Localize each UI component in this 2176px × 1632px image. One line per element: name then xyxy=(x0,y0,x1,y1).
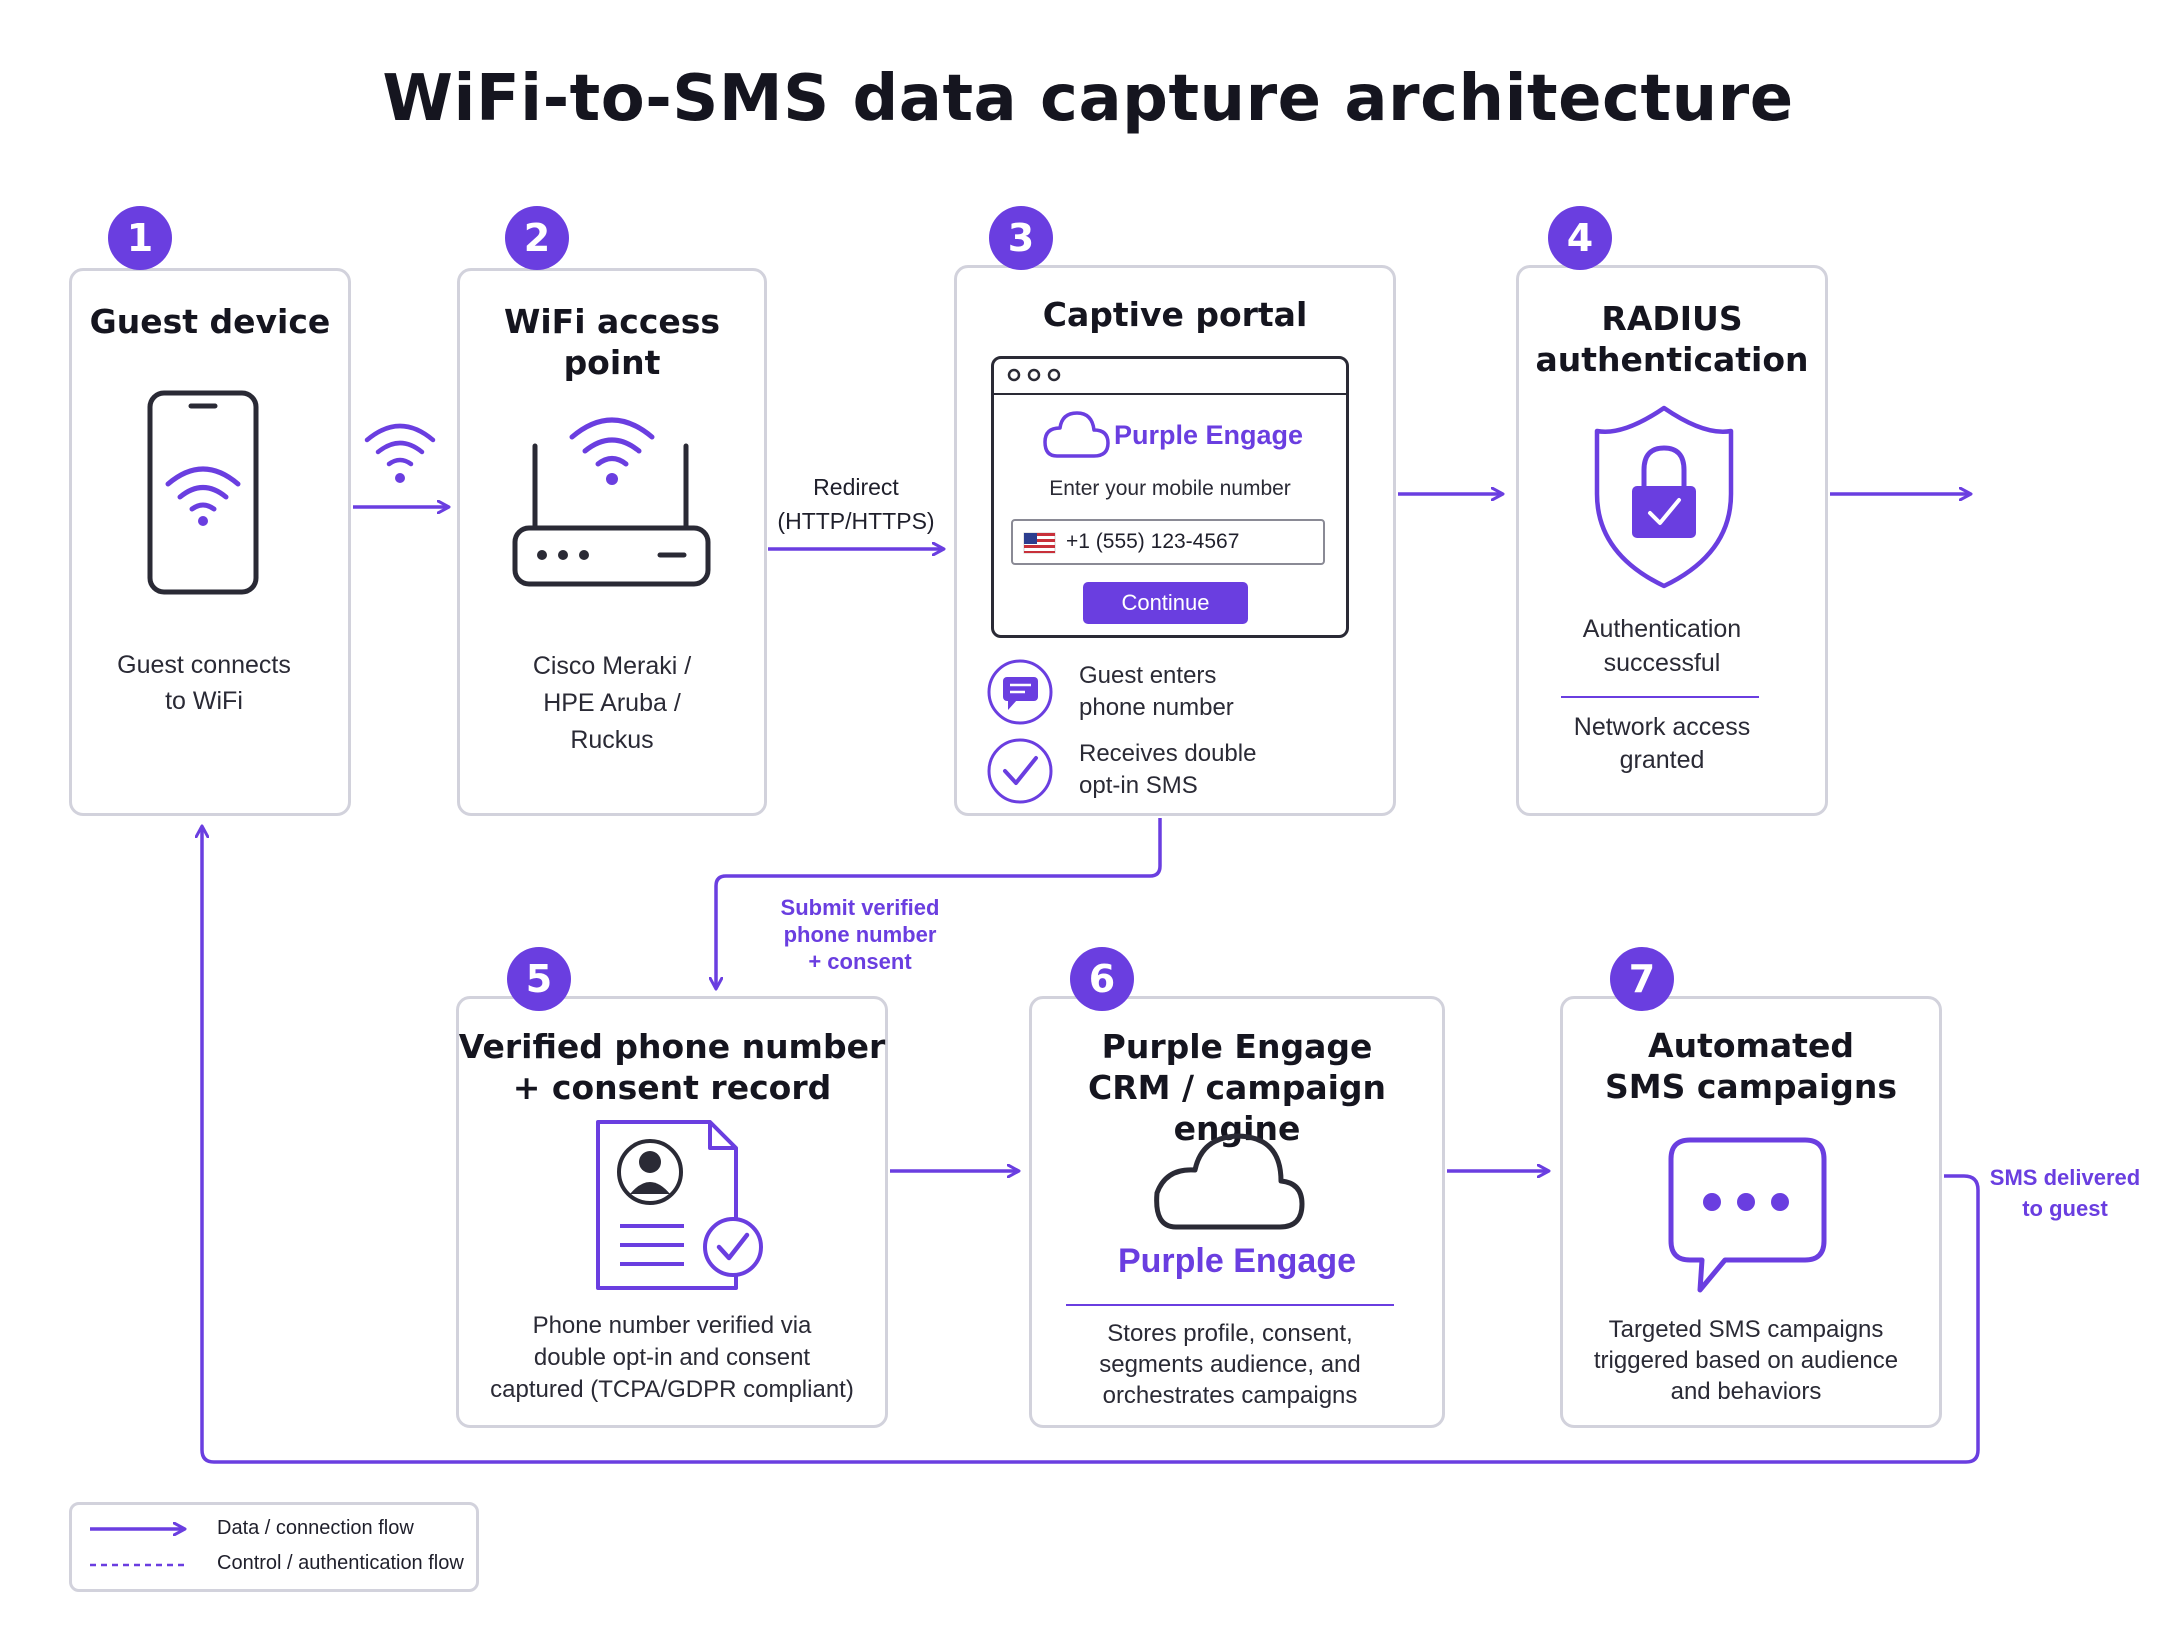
phone-number-value: +1 (555) 123-4567 xyxy=(1066,530,1240,553)
card-radius-authentication xyxy=(1516,265,1828,816)
card-title-crm-campaign-engine: Purple Engage CRM / campaign engine xyxy=(1087,1027,1387,1148)
browser-titlebar-divider xyxy=(993,393,1347,395)
portal-prompt-text: Enter your mobile number xyxy=(1049,477,1291,500)
step-badge-2: 2 xyxy=(505,206,569,270)
card-title-wifi-access-point: WiFi access point xyxy=(503,302,721,382)
step-badge-4: 4 xyxy=(1548,206,1612,270)
card-crm-campaign-engine xyxy=(1029,996,1445,1428)
diagram-title: WiFi-to-SMS data capture architecture xyxy=(382,62,1794,136)
flow-label-submit: Submit verified phone number + consent xyxy=(780,895,940,974)
card-automated-sms xyxy=(1560,996,1942,1428)
portal-browser-window xyxy=(991,356,1349,638)
card-desc-guest-device: Guest connects to WiFi xyxy=(117,651,291,715)
card-title-captive-portal: Captive portal xyxy=(1042,295,1308,334)
card-title-guest-device: Guest device xyxy=(89,302,331,341)
card-desc-automated-sms: Targeted SMS campaigns triggered based o… xyxy=(1593,1316,1899,1405)
legend-label-data-flow: Data / connection flow xyxy=(217,1517,414,1539)
phone-number-input[interactable] xyxy=(1011,519,1325,565)
legend-box xyxy=(69,1502,479,1592)
card-desc-verified-phone-record: Phone number verified via double opt-in … xyxy=(490,1312,854,1403)
card-verified-phone-record xyxy=(456,996,888,1428)
portal-step-receive-sms: Receives double opt-in SMS xyxy=(1079,740,1257,799)
card-desc-wifi-access-point: Cisco Meraki / HPE Aruba / Ruckus xyxy=(532,652,692,754)
portal-step-enter-phone: Guest enters phone number xyxy=(1079,662,1234,721)
auth-divider xyxy=(1561,696,1759,698)
card-desc-crm-campaign-engine: Stores profile, consent, segments audien… xyxy=(1099,1320,1361,1409)
step-badge-7: 7 xyxy=(1610,947,1674,1011)
arrow-sms-to-guest xyxy=(202,827,1980,1464)
step-badge-6: 6 xyxy=(1070,947,1134,1011)
flow-label-redirect: Redirect (HTTP/HTTPS) xyxy=(777,474,935,534)
step-badge-1: 1 xyxy=(108,206,172,270)
card-wifi-access-point xyxy=(457,268,767,816)
arrow-portal-to-record xyxy=(716,818,1162,988)
card-title-automated-sms: Automated SMS campaigns xyxy=(1604,1026,1898,1106)
step-badge-3: 3 xyxy=(989,206,1053,270)
continue-button[interactable]: Continue xyxy=(1083,582,1248,624)
crm-brand-name: Purple Engage xyxy=(1117,1242,1357,1280)
crm-divider xyxy=(1066,1304,1394,1306)
card-title-verified-phone-record: Verified phone number + consent record xyxy=(458,1027,886,1107)
auth-status-text: Authentication successful xyxy=(1582,615,1742,677)
card-guest-device xyxy=(69,268,351,816)
portal-brand-name: Purple Engage xyxy=(1114,420,1304,450)
flow-label-sms-delivered: SMS delivered to guest xyxy=(1989,1165,2141,1221)
step-badge-5: 5 xyxy=(507,947,571,1011)
auth-result-text: Network access granted xyxy=(1573,713,1751,774)
card-title-radius-authentication: RADIUS authentication xyxy=(1535,299,1809,379)
legend-label-control-flow: Control / authentication flow xyxy=(217,1552,464,1574)
